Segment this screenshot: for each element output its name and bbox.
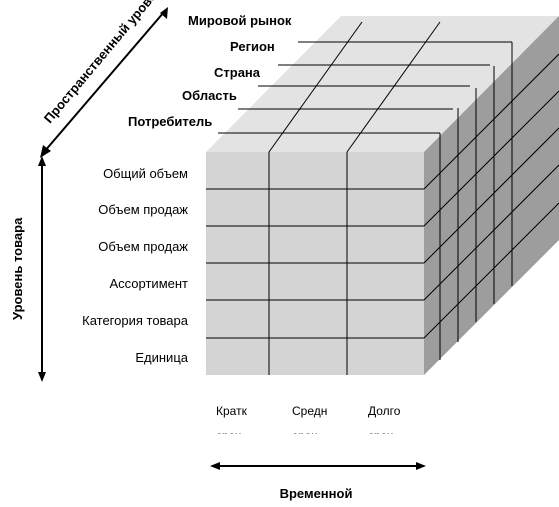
time-period-long: Долго bbox=[368, 404, 401, 418]
time-axis-title: Временной bbox=[280, 486, 353, 501]
product-level-sales-volume-2: Объем продаж bbox=[98, 239, 188, 254]
time-period-medium-line2: сроч bbox=[292, 429, 317, 443]
time-period-long-line2: сроч bbox=[368, 429, 393, 443]
spatial-level-world-market: Мировой рынок bbox=[188, 13, 292, 28]
product-level-unit: Единица bbox=[135, 350, 188, 365]
product-axis-title: Уровень товара bbox=[10, 217, 25, 320]
front-grid bbox=[206, 152, 424, 375]
spatial-level-region: Регион bbox=[230, 39, 275, 54]
time-period-medium: Средн bbox=[292, 404, 327, 418]
product-level-assortment: Ассортимент bbox=[109, 276, 188, 291]
top-grid bbox=[218, 21, 512, 153]
product-level-sales-volume-1: Объем продаж bbox=[98, 202, 188, 217]
spatial-level-oblast: Область bbox=[182, 88, 237, 103]
spatial-level-consumer: Потребитель bbox=[128, 114, 212, 129]
product-level-category: Категория товара bbox=[82, 313, 189, 328]
spatial-level-country: Страна bbox=[214, 65, 261, 80]
side-grid bbox=[423, 42, 559, 360]
product-axis-arrow bbox=[38, 156, 46, 382]
spatial-axis-arrow bbox=[40, 7, 168, 158]
cube-top-face bbox=[206, 16, 559, 152]
product-level-total-volume: Общий объем bbox=[103, 166, 188, 181]
time-period-short: Кратк bbox=[216, 404, 248, 418]
time-period-short-line2: сроч bbox=[216, 429, 241, 443]
time-axis-arrow bbox=[210, 462, 426, 470]
spatial-axis-title: Пространственный уровень bbox=[41, 0, 170, 126]
